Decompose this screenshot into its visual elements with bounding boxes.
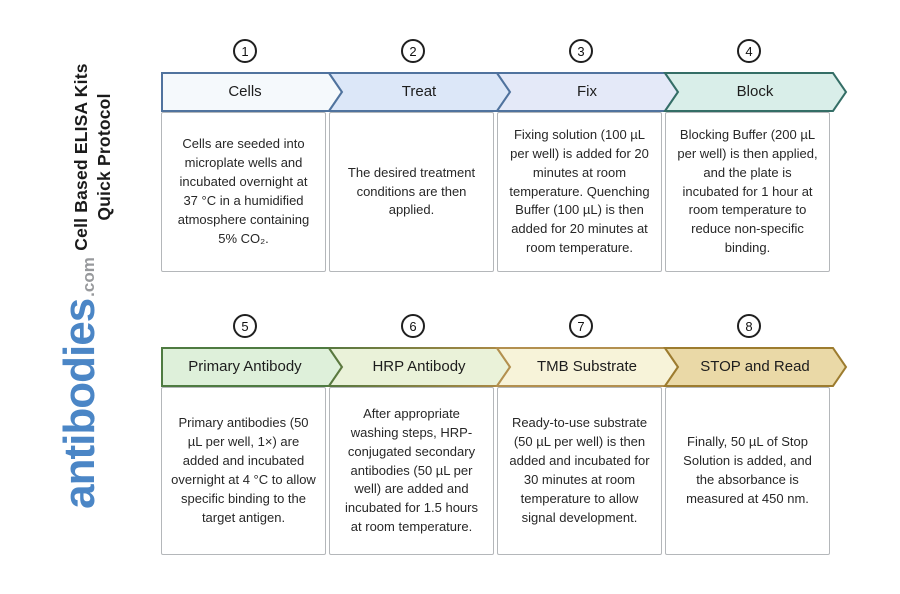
step-number-1: 1 [241, 43, 249, 59]
step-description-2: The desired treatment conditions are the… [347, 164, 476, 218]
brand-logo-suffix: .com [79, 257, 98, 297]
step-description-box-2: The desired treatment conditions are the… [329, 112, 494, 272]
step-number-badge-6: 6 [401, 314, 425, 338]
arrow-band-row2 [161, 347, 848, 387]
step-description-box-6: After appropriate washing steps, HRP-con… [329, 387, 494, 555]
step-description-box-8: Finally, 50 µL of Stop Solution is added… [665, 387, 830, 555]
step-label-treat: Treat [401, 83, 437, 100]
arrow-band-row1 [161, 72, 848, 112]
step-label-fix: Fix [577, 83, 597, 100]
step-number-badge-4: 4 [737, 39, 761, 63]
step-number-badge-2: 2 [401, 39, 425, 63]
step-number-badge-1: 1 [233, 39, 257, 63]
step-description-1: Cells are seeded into microplate wells a… [177, 136, 310, 246]
brand-logo: antibodies .com [55, 233, 135, 533]
step-description-8: Finally, 50 µL of Stop Solution is added… [683, 434, 812, 506]
step-description-4: Blocking Buffer (200 µL per well) is the… [677, 127, 818, 256]
step-number-4: 4 [745, 43, 753, 59]
step-label-stop-and-read: STOP and Read [700, 358, 810, 375]
step-description-box-5: Primary antibodies (50 µL per well, 1×) … [161, 387, 326, 555]
step-description-box-3: Fixing solution (100 µL per well) is add… [497, 112, 662, 272]
step-label-cells: Cells [228, 83, 262, 100]
step-label-tmb-substrate: TMB Substrate [536, 358, 638, 375]
step-description-6: After appropriate washing steps, HRP-con… [345, 406, 478, 535]
step-number-3: 3 [577, 43, 585, 59]
step-number-badge-8: 8 [737, 314, 761, 338]
arrow-shape-stop-and-read [663, 347, 848, 387]
step-number-2: 2 [409, 43, 417, 59]
step-number-5: 5 [241, 318, 249, 334]
step-label-block: Block [736, 83, 774, 100]
step-label-hrp-antibody: HRP Antibody [372, 358, 466, 375]
step-description-box-7: Ready-to-use substrate (50 µL per well) … [497, 387, 662, 555]
step-description-3: Fixing solution (100 µL per well) is add… [509, 127, 650, 256]
step-description-box-1: Cells are seeded into microplate wells a… [161, 112, 326, 272]
step-description-box-4: Blocking Buffer (200 µL per well) is the… [665, 112, 830, 272]
step-description-7: Ready-to-use substrate (50 µL per well) … [509, 415, 650, 525]
step-number-7: 7 [577, 318, 585, 334]
step-number-8: 8 [745, 318, 753, 334]
flow-diagram: 1 2 3 4 Cells Treat Fix Block Cells are … [161, 0, 861, 594]
step-label-primary-antibody: Primary Antibody [188, 358, 302, 375]
step-number-6: 6 [409, 318, 417, 334]
brand-logo-text: antibodies [55, 298, 104, 509]
step-number-badge-5: 5 [233, 314, 257, 338]
arrow-shape-block [663, 72, 848, 112]
step-description-5: Primary antibodies (50 µL per well, 1×) … [171, 415, 316, 525]
step-number-badge-7: 7 [569, 314, 593, 338]
step-number-badge-3: 3 [569, 39, 593, 63]
